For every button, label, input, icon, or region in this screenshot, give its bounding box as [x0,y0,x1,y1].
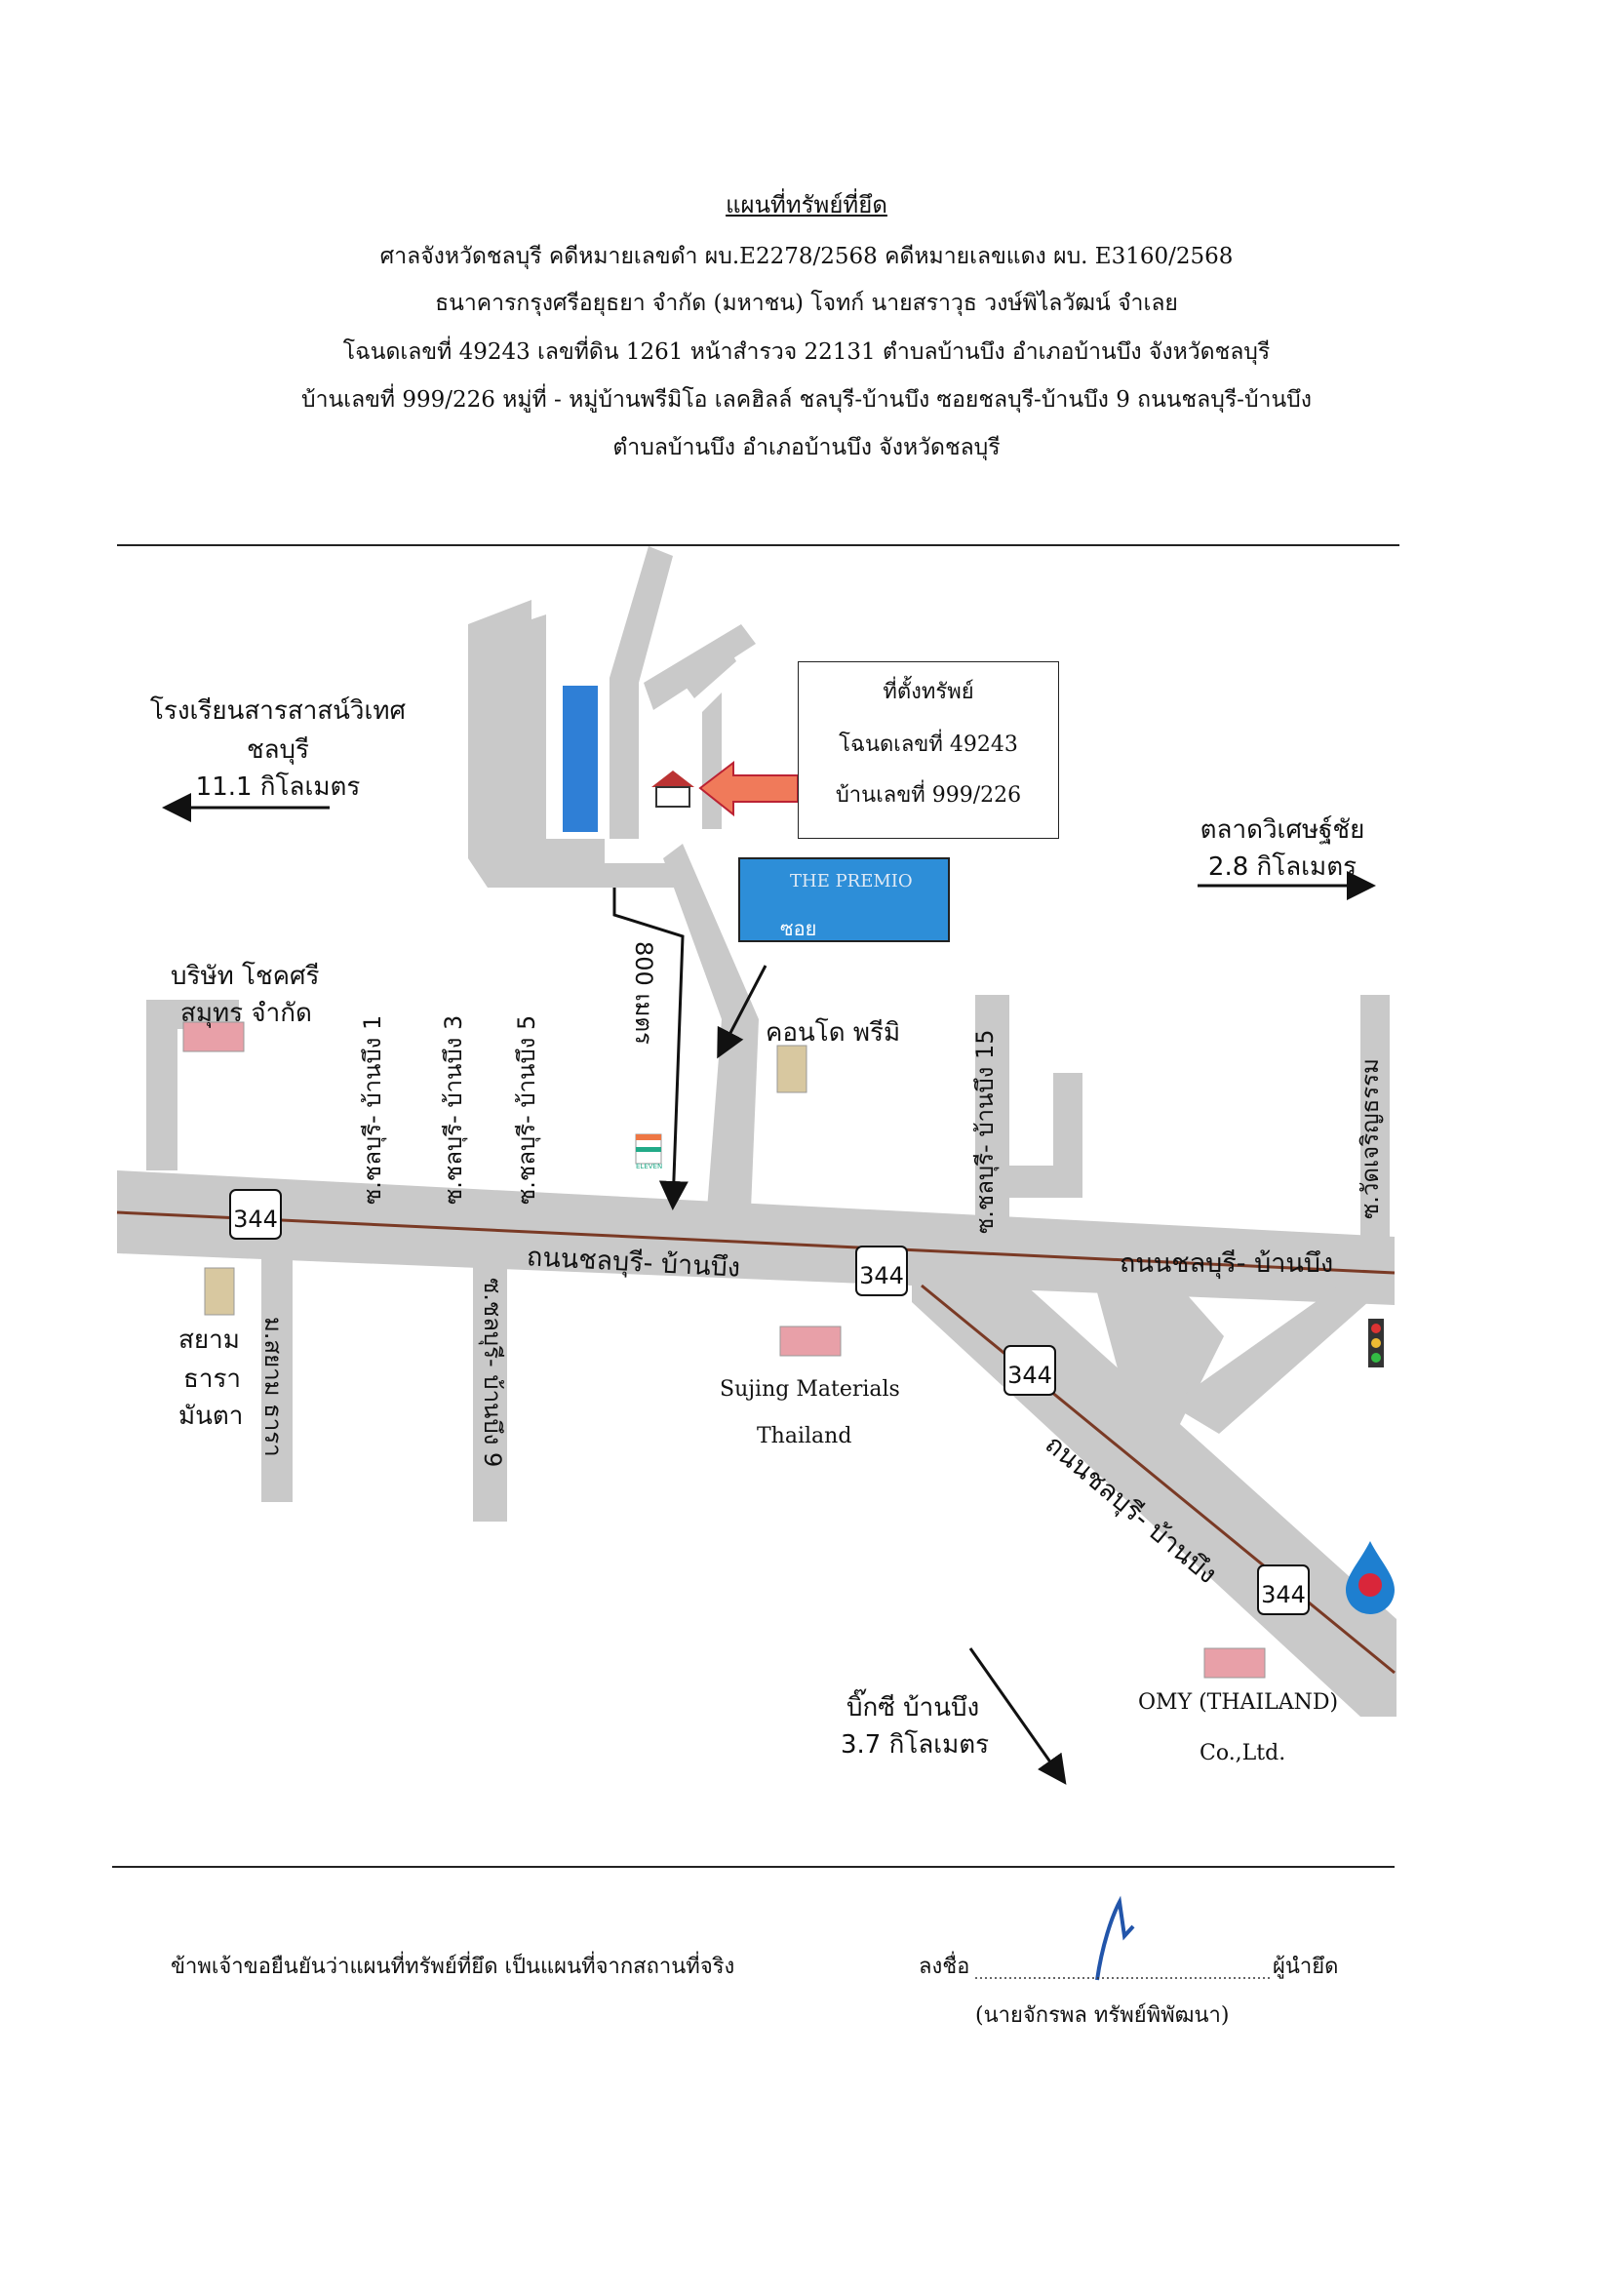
route-shields [229,1189,1310,1615]
condo-pointer [717,965,767,1059]
road-center-lines [116,1210,1396,1675]
property-box-house: บ้านเลขที่ 999/226 [835,783,1022,808]
signer-name: (นายจักรพล ทรัพย์พิพัฒนา) [975,2003,1230,2028]
property-loop-mid [517,614,605,868]
property-loop-diag [644,624,756,710]
seven-eleven-label: ELEVEN [636,1163,663,1170]
main-road-line [116,1210,1396,1275]
property-stub2 [702,693,722,829]
main-road [117,1170,1395,1305]
route-shield-2 [855,1246,908,1296]
siam-name-1: สยาม [178,1326,240,1355]
soi-3-label: ซ.ชลบุรี- บ้านบึง 3 [440,1014,467,1205]
company-name-2: สมุทร จำกัด [180,999,312,1028]
property-info-box: ที่ตั้งทรัพย์ โฉนดเลขที่ 49243 บ้านเลขที… [798,661,1059,839]
traffic-light-icon [1368,1319,1384,1367]
deed-line: โฉนดเลขที่ 49243 เลขที่ดิน 1261 หน้าสำรว… [342,339,1271,365]
wat-road [1360,995,1390,1239]
school-city: ชลบุรี [246,735,310,765]
signature-mark [1095,1895,1135,1981]
address-line: บ้านเลขที่ 999/226 หมู่ที่ - หมู่บ้านพรี… [300,387,1313,413]
diagonal-road-line [921,1284,1396,1675]
sujing-name-2: Thailand [757,1424,852,1448]
house-icon [651,771,694,808]
parties-line: ธนาคารกรุงศรีอยุธยา จำกัด (มหาชน) โจทก์ … [435,291,1178,316]
ptt-station-icon [1346,1541,1395,1614]
soi-siam-label: ม.สยาม ธารา [259,1317,287,1457]
siam-road [261,1258,293,1502]
soi15-road [975,995,1009,1237]
left-road [146,1000,177,1170]
declaration-text: ข้าพเจ้าขอยืนยันว่าแผนที่ทรัพย์ที่ยึด เป… [171,1955,735,1979]
factory-icon [182,1021,1266,1679]
soi15-right [1053,1073,1082,1198]
premio-sign-text: THE PREMIO [790,871,913,891]
route-number-1: 344 [233,1206,278,1233]
market-distance: 2.8 กิโลเมตร [1207,852,1357,882]
sign-suffix: ผู้นำยึด [1273,1955,1339,1979]
market-name: ตลาดวิเศษฐ์ชัย [1200,815,1365,845]
bigc-direction-arrow [968,1647,1067,1785]
building-block [563,686,598,832]
court-case-line: ศาลจังหวัดชลบุรี คดีหมายเลขดำ ผบ.E2278/2… [379,244,1234,269]
route-shield-3 [1003,1345,1056,1396]
condo-label: คอนโด พรีมิ [766,1018,901,1048]
property-box-deed: โฉนดเลขที่ 49243 [839,732,1018,757]
sujing-name-1: Sujing Materials [720,1377,900,1402]
siam-name-3: มันตา [178,1402,244,1431]
property-stub [683,644,736,698]
district-line: ตำบลบ้านบึง อำเภอบ้านบึง จังหวัดชลบุรี [612,435,1001,460]
school-name: โรงเรียนสารสาสน์วิเทศ [149,696,407,726]
condo-building-icon [204,1045,807,1316]
soi9-road [473,1258,507,1522]
route-number-2: 344 [859,1262,904,1289]
soi-9-label: ซ.ชลบุรี- บ้านบึง 9 [479,1278,506,1468]
omy-name-2: Co.,Ltd. [1200,1741,1286,1765]
premio-sign-sub: ซอย [780,917,817,940]
company-name-1: บริษัท โชคศรี [171,962,320,991]
main-road-right-label: ถนนชลบุรี- บ้านบึง [1120,1248,1334,1279]
connector-road-right [1170,1287,1385,1434]
sign-prefix: ลงชื่อ [919,1955,970,1979]
distance-800m-label: 800 เมตร [630,941,657,1045]
soi-15-label: ซ.ชลบุรี- บ้านบึง 15 [971,1029,999,1234]
siam-name-2: ธารา [183,1365,242,1394]
bigc-distance: 3.7 กิโลเมตร [841,1730,990,1760]
route-number-4: 344 [1261,1581,1306,1608]
property-box-title: ที่ตั้งทรัพย์ [883,680,974,704]
route-800m-path [612,888,688,1210]
route-shield-4 [1257,1564,1310,1615]
route-number-3: 344 [1007,1362,1052,1389]
bottom-divider [112,1866,1395,1868]
top-divider [117,544,1399,546]
seven-eleven-icon [635,1133,662,1165]
map-title: แผนที่ทรัพย์ที่ยึด [726,191,887,218]
soi-5-label: ซ.ชลบุรี- บ้านบึง 5 [513,1014,540,1205]
route-shield-1 [229,1189,282,1240]
omy-name-1: OMY (THAILAND) [1138,1690,1339,1715]
school-distance: 11.1 กิโลเมตร [195,772,361,802]
soi-1-label: ซ.ชลบุรี- บ้านบึง 1 [359,1014,386,1205]
bigc-name: บิ๊กซี บ้านบึง [846,1693,980,1722]
property-road [663,844,759,1209]
premio-sign [738,857,950,942]
property-loop-top [610,546,673,839]
soi-wat-label: ซ.วัดเจริญธรรม [1357,1058,1384,1219]
